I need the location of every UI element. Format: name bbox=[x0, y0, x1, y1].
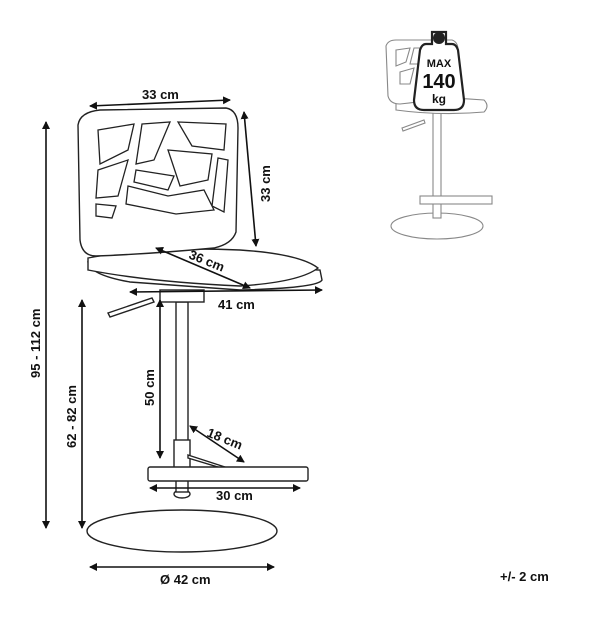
dim-line-seat-length bbox=[129, 286, 323, 296]
weight-badge-shape bbox=[412, 30, 466, 112]
label-seat-length: 41 cm bbox=[218, 297, 255, 312]
max-load-badge: MAX 140 kg bbox=[412, 30, 466, 112]
tolerance-label: +/- 2 cm bbox=[500, 569, 549, 584]
max-load-line2: 140 bbox=[422, 71, 455, 93]
max-load-line1: MAX bbox=[427, 58, 452, 70]
max-load-line3: kg bbox=[432, 92, 446, 106]
main-stool-drawing bbox=[77, 107, 323, 553]
footrest-bar bbox=[147, 466, 309, 482]
dim-line-seat-width bbox=[89, 96, 231, 110]
label-seat-width: 33 cm bbox=[142, 87, 179, 102]
height-lever bbox=[107, 297, 155, 318]
label-base-diameter: Ø 42 cm bbox=[160, 572, 211, 587]
label-column-height: 50 cm bbox=[142, 369, 157, 406]
dimension-lines bbox=[42, 96, 323, 571]
dim-line-back-height bbox=[240, 111, 260, 247]
dim-line-footrest-depth bbox=[189, 425, 245, 463]
label-footrest-width: 30 cm bbox=[216, 488, 253, 503]
base-plate bbox=[86, 509, 278, 553]
label-back-height: 33 cm bbox=[258, 165, 273, 202]
dim-line-seat-depth bbox=[155, 247, 251, 289]
small-lever bbox=[401, 119, 426, 132]
backrest-cutouts bbox=[95, 121, 229, 219]
label-total-height: 95 - 112 cm bbox=[28, 309, 43, 378]
small-footrest-bar bbox=[419, 195, 493, 205]
weight-badge-knob bbox=[433, 32, 445, 44]
label-seat-height: 62 - 82 cm bbox=[64, 385, 79, 448]
